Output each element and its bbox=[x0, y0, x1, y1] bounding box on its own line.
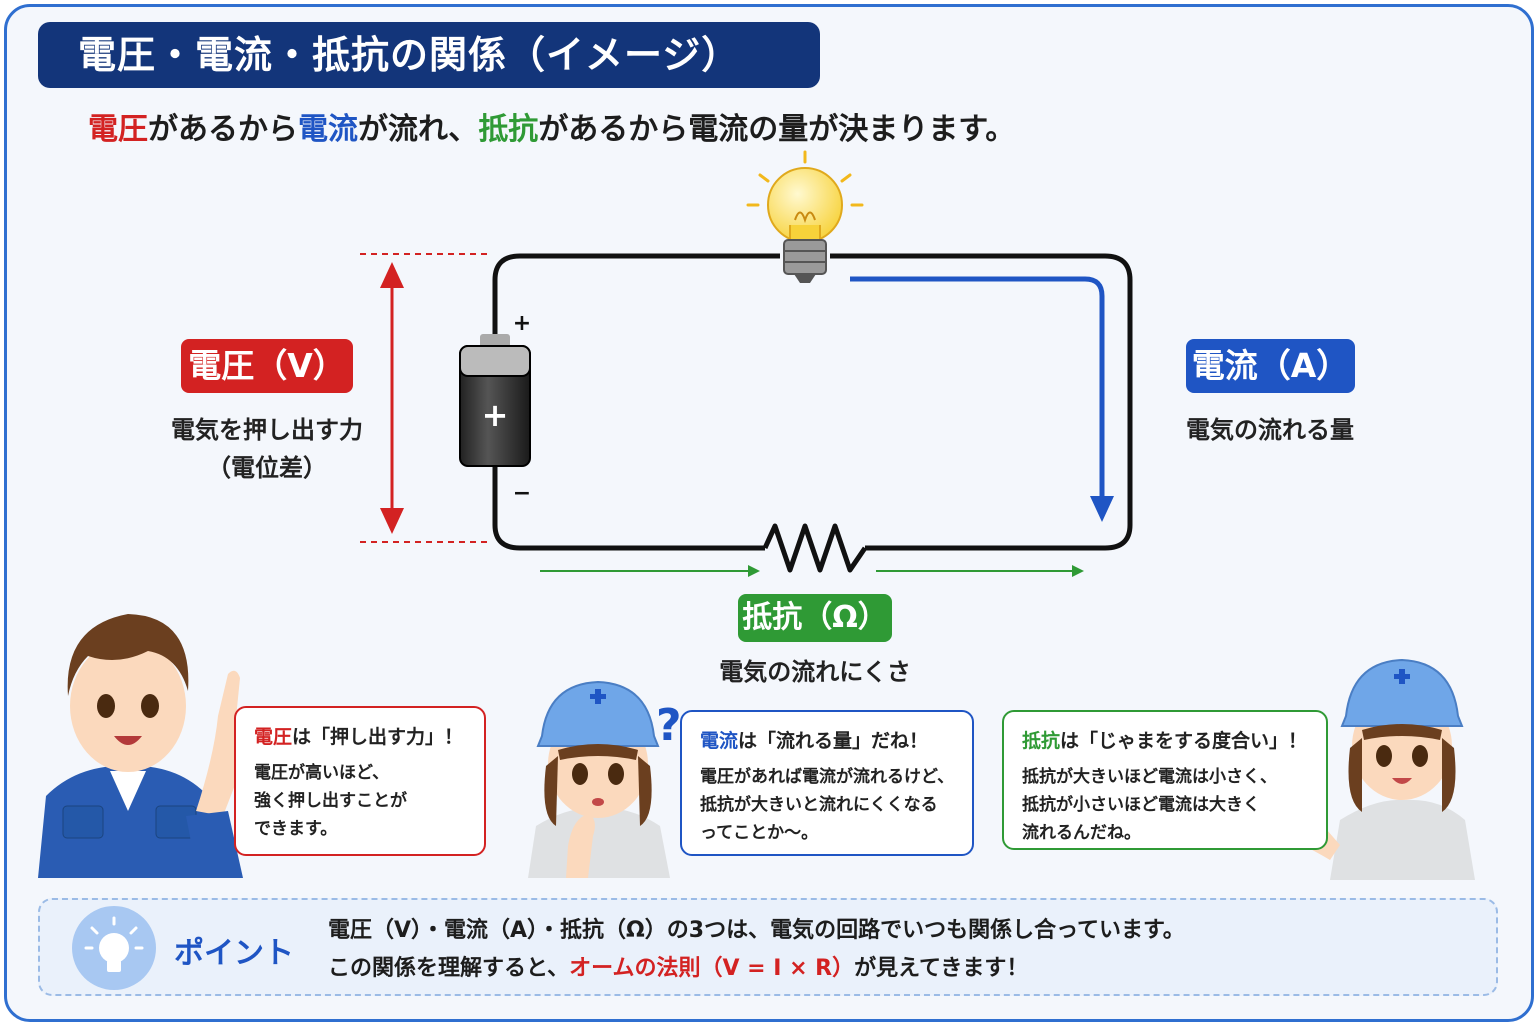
boy-character bbox=[38, 614, 245, 878]
plus-terminal-label: + bbox=[513, 311, 531, 336]
voltage-indicator bbox=[360, 253, 488, 543]
battery-icon: + bbox=[459, 334, 531, 467]
point-line-1: 電圧（V）・電流（A）・抵抗（Ω）の3つは、電気の回路でいつも関係し合っています… bbox=[328, 918, 1185, 943]
bubble-line: 抵抗が小さいほど電流は大きく bbox=[1022, 795, 1260, 815]
bubble-line: 流れるんだね。 bbox=[1022, 823, 1141, 843]
bubble-title-rest: は「流れる量」だね！ bbox=[738, 730, 929, 752]
subtitle-part: が流れ、 bbox=[358, 112, 479, 147]
current-arrow-head bbox=[1090, 496, 1114, 522]
page-title: 電圧・電流・抵抗の関係（イメージ） bbox=[38, 22, 820, 88]
voltage-desc-sub: （電位差） bbox=[207, 454, 327, 482]
point-label: ポイント bbox=[174, 936, 294, 971]
speech-bubble-voltage: 電圧は「押し出す力」！ 電圧が高いほど、 強く押し出すことが できます。 bbox=[234, 706, 486, 856]
light-bulb-icon bbox=[84, 916, 144, 972]
voltage-badge: 電圧（V） bbox=[181, 339, 353, 393]
subtitle-part: があるから bbox=[148, 112, 298, 147]
circuit-wire bbox=[492, 253, 1133, 551]
resistance-desc: 電気の流れにくさ bbox=[719, 658, 911, 686]
point-box bbox=[38, 898, 1498, 996]
bubble-title: 電流は「流れる量」だね！ bbox=[700, 726, 954, 753]
question-mark-icon: ? bbox=[656, 700, 682, 751]
light-bulb-icon bbox=[746, 150, 864, 283]
current-flow-arrow bbox=[850, 276, 1105, 500]
subtitle-part: があるから電流の量が決まります。 bbox=[538, 112, 1016, 147]
subtitle-resistance: 抵抗 bbox=[478, 112, 539, 147]
point-line-2-c: が見えてきます！ bbox=[854, 956, 1029, 981]
bubble-line: できます。 bbox=[254, 819, 338, 839]
girl-character-explaining bbox=[1280, 658, 1475, 880]
speech-bubble-resistance: 抵抗は「じゃまをする度合い」！ 抵抗が大きいほど電流は小さく、 抵抗が小さいほど… bbox=[1002, 710, 1328, 850]
resistance-flow-arrows bbox=[540, 565, 1084, 577]
battery-mark: + bbox=[482, 396, 509, 434]
bubble-title: 抵抗は「じゃまをする度合い」！ bbox=[1022, 726, 1308, 753]
resistor-symbol bbox=[762, 523, 868, 573]
bubble-title-key: 電圧 bbox=[254, 726, 293, 748]
bubble-line: 電圧があれば電流が流れるけど、 bbox=[700, 767, 955, 787]
bubble-title-key: 電流 bbox=[700, 730, 739, 752]
subtitle: 電圧があるから電流が流れ、抵抗があるから電流の量が決まります。 bbox=[88, 104, 1015, 148]
bubble-line: 電圧が高いほど、 bbox=[254, 763, 390, 783]
current-desc: 電気の流れる量 bbox=[1186, 416, 1354, 444]
current-badge: 電流（A） bbox=[1186, 339, 1355, 393]
point-line-2: この関係を理解すると、オームの法則（V = I × R）が見えてきます！ bbox=[328, 950, 1185, 988]
girl-character-thinking bbox=[528, 680, 670, 878]
bubble-line: ってことか〜。 bbox=[700, 823, 819, 843]
minus-terminal-label: − bbox=[513, 481, 531, 506]
point-text: 電圧（V）・電流（A）・抵抗（Ω）の3つは、電気の回路でいつも関係し合っています… bbox=[328, 912, 1185, 988]
point-line-2-a: この関係を理解すると、 bbox=[328, 956, 570, 981]
bubble-title: 電圧は「押し出す力」！ bbox=[254, 722, 466, 749]
resistance-badge: 抵抗（Ω） bbox=[738, 594, 892, 642]
bubble-title-key: 抵抗 bbox=[1022, 730, 1061, 752]
speech-bubble-current: 電流は「流れる量」だね！ 電圧があれば電流が流れるけど、 抵抗が大きいと流れにく… bbox=[680, 710, 974, 856]
bubble-title-rest: は「押し出す力」！ bbox=[292, 726, 464, 748]
subtitle-current: 電流 bbox=[298, 112, 358, 147]
subtitle-voltage: 電圧 bbox=[88, 112, 148, 147]
voltage-desc: 電気を押し出す力 bbox=[171, 416, 363, 444]
bubble-line: 抵抗が大きいほど電流は小さく、 bbox=[1022, 767, 1277, 787]
bubble-title-rest: は「じゃまをする度合い」！ bbox=[1060, 730, 1308, 752]
bubble-line: 強く押し出すことが bbox=[254, 791, 407, 811]
point-circle bbox=[72, 906, 156, 990]
ohms-law: オームの法則（V = I × R） bbox=[569, 956, 855, 981]
bubble-line: 抵抗が大きいと流れにくくなる bbox=[700, 795, 938, 815]
